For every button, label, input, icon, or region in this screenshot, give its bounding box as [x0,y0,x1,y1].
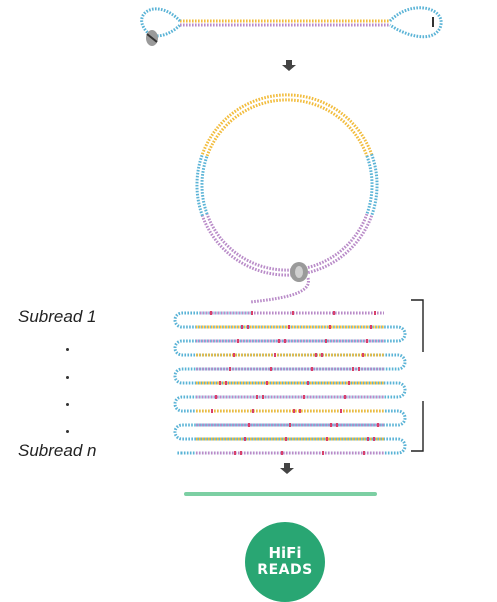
circle-adapter-segment [365,155,374,215]
error-mark [374,311,376,315]
error-mark [252,409,254,413]
error-mark [278,339,280,343]
arrow-shape [282,60,296,71]
error-mark [326,437,328,441]
error-mark [266,381,268,385]
error-mark [311,367,313,371]
error-mark [285,437,287,441]
error-mark [325,339,327,343]
error-mark [233,353,235,357]
error-mark [303,395,305,399]
error-mark [262,395,264,399]
error-mark [293,409,295,413]
ellipsis-dot [66,430,69,433]
bracket-icon [411,299,424,352]
error-mark [237,339,239,343]
badge-line-2: READS [257,562,313,578]
error-mark [256,395,258,399]
error-mark [329,325,331,329]
circle-adapter-segment [370,153,379,217]
subreads [173,311,407,455]
subread-1-label: Subread 1 [18,307,97,326]
circle-reverse-segment [205,213,369,272]
right-hairpin-adapter [388,6,443,39]
arrow-down-icon [280,463,294,474]
bracket-line [411,299,424,352]
error-mark [367,437,369,441]
error-mark [247,325,249,329]
badge-line-1: HiFi [268,544,302,562]
primer-mark [146,33,158,43]
error-mark [322,451,324,455]
error-mark [225,381,227,385]
circular-template [195,93,379,304]
error-mark [248,423,250,427]
ellipsis-dot [66,403,69,406]
error-mark [289,423,291,427]
ellipsis-dot [66,376,69,379]
bracket-line [411,401,424,452]
nascent-strand [249,277,310,304]
error-mark [229,367,231,371]
error-mark [215,395,217,399]
bracket-icon [411,401,424,452]
error-mark [348,381,350,385]
error-mark [292,311,294,315]
circle-adapter-segment [195,153,204,217]
error-mark [274,353,276,357]
subread-n-label: Subread n [18,441,97,460]
error-mark [234,451,236,455]
error-mark [251,311,253,315]
error-mark [244,437,246,441]
error-mark [270,367,272,371]
polymerase-core [295,266,303,278]
error-mark [240,451,242,455]
circle-forward-segment [205,98,369,157]
circle-adapter-segment [200,155,209,215]
error-mark [370,325,372,329]
error-mark [211,409,213,413]
error-mark [210,311,212,315]
error-mark [362,353,364,357]
smrtbell-template [140,6,443,46]
error-mark [307,381,309,385]
error-mark [336,423,338,427]
error-mark [344,395,346,399]
error-mark [288,325,290,329]
error-mark [219,381,221,385]
error-mark [321,353,323,357]
error-mark [284,339,286,343]
error-mark [315,353,317,357]
arrow-shape [280,463,294,474]
error-mark [299,409,301,413]
error-mark [333,311,335,315]
error-mark [281,451,283,455]
arrow-down-icon [282,60,296,71]
error-mark [340,409,342,413]
circle-forward-segment [200,93,374,155]
error-mark [330,423,332,427]
hifi-reads-badge: HiFi READS [245,522,325,602]
left-hairpin-adapter [140,7,182,38]
ellipsis-dot [66,348,69,351]
error-mark [373,437,375,441]
error-mark [363,451,365,455]
error-mark [241,325,243,329]
error-mark [352,367,354,371]
error-mark [377,423,379,427]
circle-reverse-segment [200,215,374,277]
error-mark [358,367,360,371]
error-mark [366,339,368,343]
